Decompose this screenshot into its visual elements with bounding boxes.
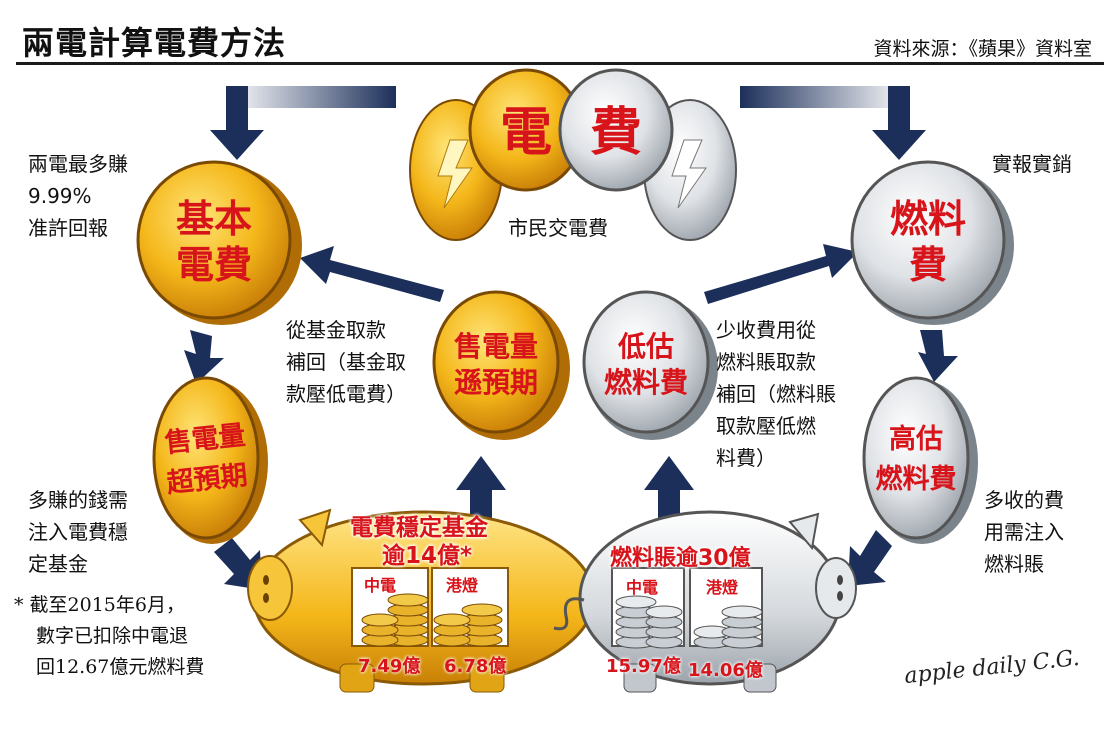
- fuel-withdraw-line5: 料費）: [716, 446, 776, 470]
- coin-over-estimate-line1: 高估: [889, 423, 943, 455]
- extra-to-fund-line3: 定基金: [28, 552, 88, 576]
- title-underline: [16, 62, 1104, 65]
- fund-withdraw-text: 從基金取款 補回（基金取 款壓低電費）: [286, 314, 406, 410]
- source-credit: 資料來源：《蘋果》資料室: [873, 38, 1092, 60]
- gold-pig-title-line1: 電費穩定基金: [350, 515, 488, 541]
- fund-withdraw-line1: 從基金取款: [286, 318, 386, 342]
- fuel-withdraw-text: 少收費用從 燃料賬取款 補回（燃料賬 取款壓低燃 料費）: [716, 314, 836, 474]
- coin-base-fee: 基本 電費: [136, 160, 302, 325]
- gold-pig-clp-value: 7.49億: [358, 656, 421, 677]
- extra-to-fund-text: 多賺的錢需 注入電費穩 定基金: [28, 484, 128, 580]
- footnote-line1: * 截至2015年6月，: [14, 594, 185, 616]
- gold-pig-hke-label: 港燈: [446, 576, 479, 595]
- coin-under-estimate-line2: 燃料費: [604, 366, 688, 399]
- coin-over-estimate: 高估 燃料費: [862, 376, 978, 544]
- silver-pig-clp-label: 中電: [626, 578, 659, 597]
- coin-stack-top: 電 費: [409, 68, 737, 241]
- extra-to-fuel-line2: 用需注入: [984, 520, 1064, 544]
- fuel-withdraw-line2: 燃料賬取款: [716, 350, 816, 374]
- coin-over-sold: 售電量 超預期: [152, 376, 268, 544]
- coin-under-sold: 售電量 遜預期: [432, 290, 570, 440]
- arrow-top-right: [740, 86, 926, 160]
- gold-pig-clp-label: 中電: [364, 576, 397, 595]
- arrow-fuel-to-overest: [918, 330, 958, 382]
- coin-fuel-fee-line1: 燃料: [890, 197, 966, 241]
- coin-label-top-right: 費: [590, 103, 642, 163]
- coin-fuel-fee-line2: 費: [909, 243, 947, 287]
- gold-pig-hke-value: 6.78億: [444, 656, 507, 677]
- piggy-bank-silver: [553, 510, 857, 693]
- fuel-withdraw-line4: 取款壓低燃: [716, 414, 816, 438]
- coin-fuel-fee: 燃料 費: [850, 160, 1014, 325]
- silver-pig-clp-value: 15.97億: [606, 656, 681, 677]
- arrow-to-base-fee: [300, 246, 444, 302]
- max-return-line2: 9.99%: [28, 184, 92, 208]
- coin-under-sold-line1: 售電量: [454, 330, 538, 363]
- extra-to-fund-line2: 注入電費穩: [28, 520, 128, 544]
- gold-pig-title-line2: 逾14億*: [382, 543, 473, 569]
- piggy-bank-gold: [247, 508, 623, 693]
- fund-withdraw-line3: 款壓低電費）: [286, 382, 406, 406]
- arrow-overest-to-silverpig: [848, 530, 892, 586]
- silver-pig-hke-value: 14.06億: [688, 660, 763, 681]
- max-return-line3: 准許回報: [28, 216, 108, 240]
- fuel-withdraw-line3: 補回（燃料賬: [716, 382, 836, 406]
- footnote-line3: 回12.67億元燃料費: [36, 656, 205, 678]
- public-pays-label: 市民交電費: [508, 216, 608, 240]
- arrow-base-to-oversold: [184, 330, 224, 384]
- arrow-to-fuel-fee: [704, 244, 858, 304]
- coin-base-fee-line1: 基本: [176, 197, 252, 241]
- silver-pig-title: 燃料賬逾30億: [610, 546, 751, 571]
- extra-to-fuel-text: 多收的費 用需注入 燃料賬: [984, 484, 1064, 580]
- reimburse-label: 實報實銷: [992, 152, 1072, 176]
- coin-base-fee-line2: 電費: [176, 243, 252, 287]
- coin-under-sold-line2: 遜預期: [454, 366, 538, 399]
- fund-withdraw-line2: 補回（基金取: [286, 350, 406, 374]
- coin-under-estimate: 低估 燃料費: [582, 290, 718, 440]
- fuel-withdraw-line1: 少收費用從: [716, 318, 816, 342]
- extra-to-fuel-line3: 燃料賬: [984, 552, 1044, 576]
- footnote-line2: 數字已扣除中電退: [36, 625, 189, 647]
- page-title: 兩電計算電費方法: [22, 24, 287, 62]
- arrow-top-left: [210, 86, 396, 160]
- silver-pig-hke-label: 港燈: [706, 578, 739, 597]
- coin-over-estimate-line2: 燃料費: [876, 464, 957, 495]
- extra-to-fuel-line1: 多收的費: [984, 488, 1064, 512]
- extra-to-fund-line1: 多賺的錢需: [28, 488, 128, 512]
- coin-label-top-left: 電: [500, 103, 552, 163]
- max-return-text: 兩電最多賺 9.99% 准許回報: [28, 148, 128, 244]
- max-return-line1: 兩電最多賺: [28, 152, 128, 176]
- footnote: * 截至2015年6月， 數字已扣除中電退 回12.67億元燃料費: [14, 590, 204, 683]
- coin-under-estimate-line1: 低估: [617, 330, 674, 363]
